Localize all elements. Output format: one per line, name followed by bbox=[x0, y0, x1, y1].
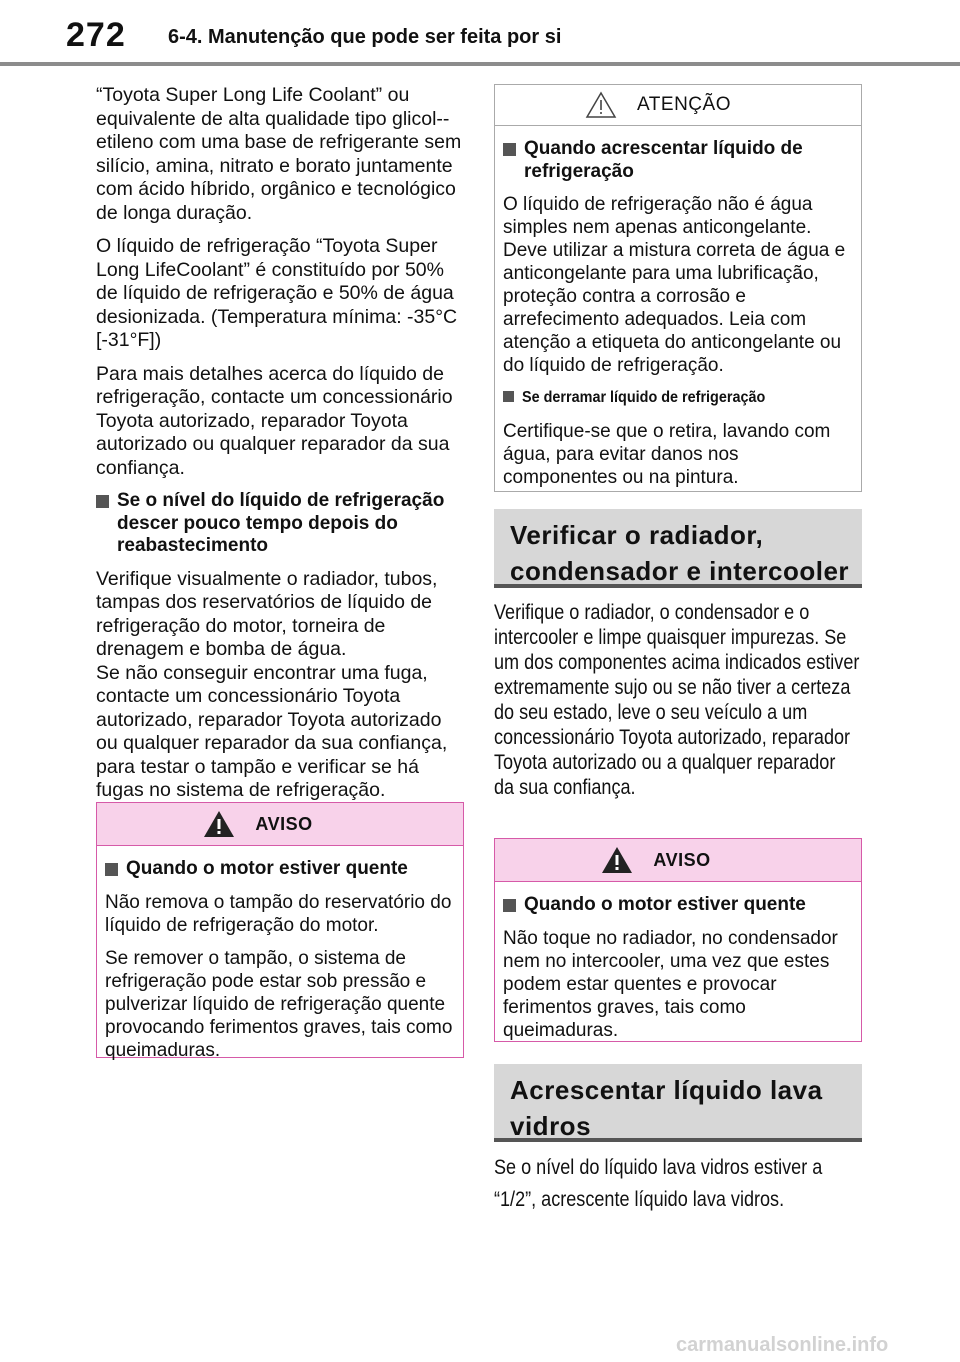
warning-triangle-icon bbox=[602, 847, 633, 873]
warning-box-left: AVISO Quando o motor estiver quente Não … bbox=[96, 802, 464, 1061]
caution-subheading-2: Se derramar líquido de refrigeração bbox=[503, 387, 853, 410]
caution-box-header: ATENÇÃO bbox=[495, 85, 861, 126]
section-band-washer: Acrescentar líquido lava vidros bbox=[494, 1064, 862, 1142]
warning-subheading: Quando o motor estiver quente bbox=[105, 858, 455, 881]
caution-paragraph-1: O líquido de refrigeração não é água sim… bbox=[503, 194, 846, 376]
warning-box-right: AVISO Quando o motor estiver quente Não … bbox=[494, 838, 862, 1042]
watermark: carmanualsonline.info bbox=[676, 1334, 889, 1356]
warning-paragraph-1: Não remova o tampão do reservatório do l… bbox=[105, 891, 452, 936]
warning-box-header: AVISO bbox=[495, 839, 861, 882]
warning-paragraph-2: Se remover o tampão, o sistema de refrig… bbox=[105, 947, 453, 1061]
square-bullet-icon bbox=[503, 899, 516, 912]
warning-triangle-icon bbox=[204, 811, 235, 837]
paragraph-coolant-mix: O líquido de refrigeração “Toyota Super … bbox=[96, 235, 458, 351]
section-band-radiator: Verificar o radiador, condensador e inte… bbox=[494, 509, 862, 588]
warning-subheading: Quando o motor estiver quente bbox=[503, 894, 853, 917]
warning-paragraph-1: Não toque no radiador, no condensador ne… bbox=[503, 927, 838, 1041]
right-column-radiator: Verifique o radiador, o condensador e o … bbox=[494, 600, 862, 810]
warning-box-header: AVISO bbox=[97, 803, 463, 846]
caution-subheading-1: Quando acrescentar líquido de refrigeraç… bbox=[503, 138, 853, 183]
square-bullet-icon bbox=[96, 495, 109, 508]
paragraph-washer: Se o nível do líquido lava vidros estive… bbox=[494, 1156, 823, 1211]
caution-triangle-outline-icon bbox=[585, 91, 617, 118]
paragraph-leak-check: Se não conseguir encontrar uma fuga, con… bbox=[96, 661, 448, 802]
subheading-level-drop: Se o nível do líquido de refrigeração de… bbox=[96, 490, 464, 558]
warning-box-title: AVISO bbox=[653, 849, 711, 870]
page-number: 272 bbox=[66, 16, 126, 54]
right-column-washer: Se o nível do líquido lava vidros estive… bbox=[494, 1152, 862, 1226]
header-rule bbox=[0, 62, 960, 66]
paragraph-details: Para mais detalhes acerca do líquido de … bbox=[96, 362, 453, 479]
left-column: “Toyota Super Long Life Coolant” ou equi… bbox=[96, 84, 464, 813]
warning-box-title: AVISO bbox=[255, 813, 313, 834]
warning-box-body: Quando o motor estiver quente Não toque … bbox=[495, 882, 861, 1042]
caution-box-body: Quando acrescentar líquido de refrigeraç… bbox=[495, 126, 861, 489]
page-header: 272 6-4. Manutenção que pode ser feita p… bbox=[0, 0, 960, 62]
band-radiator-title: Verificar o radiador, condensador e inte… bbox=[510, 520, 850, 586]
square-bullet-icon bbox=[105, 863, 118, 876]
square-bullet-icon bbox=[503, 391, 514, 402]
paragraph-radiator: Verifique o radiador, o condensador e o … bbox=[494, 601, 860, 799]
paragraph-visual-check: Verifique visualmente o radiador, tubos,… bbox=[96, 567, 438, 661]
band-washer-title: Acrescentar líquido lava vidros bbox=[510, 1075, 823, 1141]
caution-box: ATENÇÃO Quando acrescentar líquido de re… bbox=[494, 84, 862, 492]
warning-box-body: Quando o motor estiver quente Não remova… bbox=[97, 846, 463, 1062]
square-bullet-icon bbox=[503, 143, 516, 156]
caution-box-title: ATENÇÃO bbox=[637, 94, 731, 115]
caution-paragraph-2: Certifique-se que o retira, lavando com … bbox=[503, 420, 831, 488]
section-title: 6-4. Manutenção que pode ser feita por s… bbox=[168, 26, 562, 48]
paragraph-coolant-type: “Toyota Super Long Life Coolant” ou equi… bbox=[96, 84, 462, 224]
